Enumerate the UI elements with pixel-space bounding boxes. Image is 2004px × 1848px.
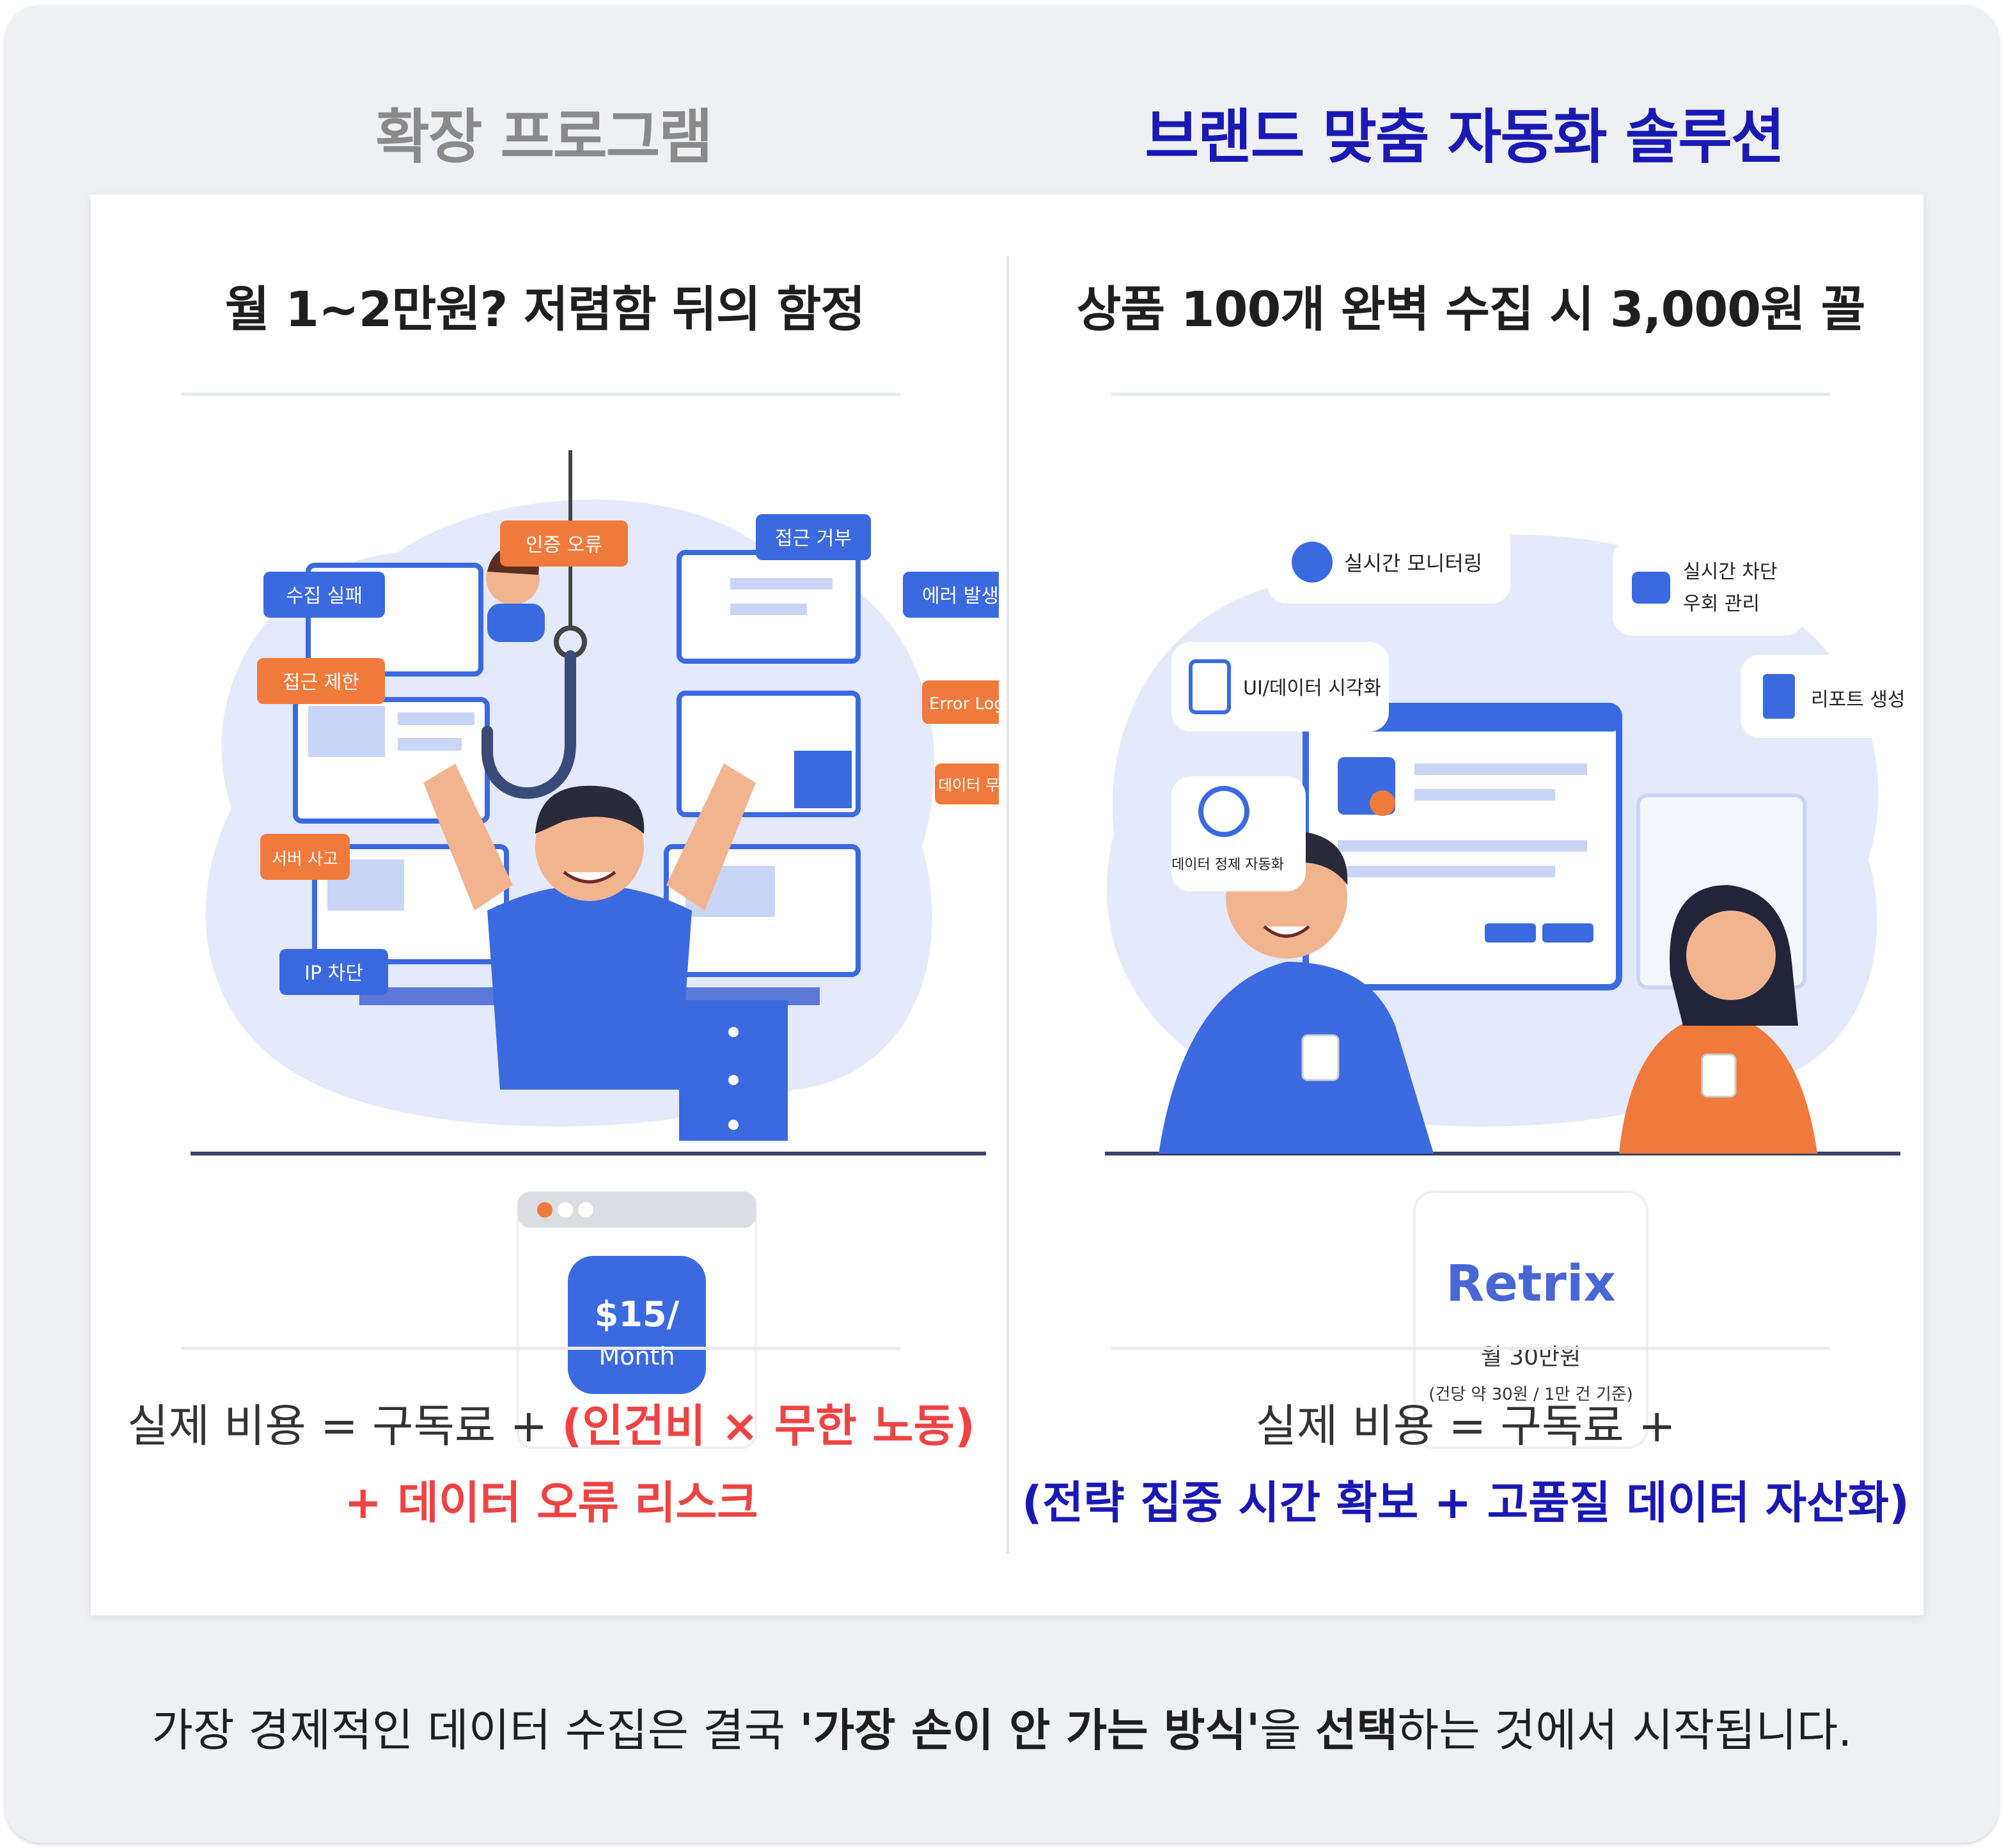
desk-drawers bbox=[679, 1000, 788, 1141]
retrix-note: (건당 약 30원 / 1만 건 기준) bbox=[1429, 1385, 1633, 1404]
drawer-knob bbox=[728, 1120, 739, 1130]
right-title: 상품 100개 완벽 수집 시 3,000원 꼴 bbox=[1076, 281, 1866, 338]
screen-block bbox=[794, 751, 852, 808]
coin-icon bbox=[1370, 790, 1395, 816]
left-title: 월 1~2만원? 저렴함 뒤의 함정 bbox=[224, 281, 866, 338]
screen-button bbox=[1542, 923, 1593, 943]
bubble-block: 실시간 차단 우회 관리 bbox=[1613, 540, 1804, 636]
left-top-rule bbox=[182, 393, 900, 396]
tag-access-denied: 접근 거부 bbox=[756, 514, 871, 560]
right-formula-line1: 실제 비용 = 구독료 + bbox=[1255, 1400, 1676, 1452]
tag-label: 접근 거부 bbox=[775, 528, 852, 550]
right-column-heading: 브랜드 맞춤 자동화 솔루션 bbox=[1145, 103, 1785, 171]
bubble-monitoring: 실시간 모니터링 bbox=[1267, 521, 1510, 604]
left-formula-line2: + 데이터 오류 리스크 bbox=[344, 1476, 758, 1529]
drawer-knob bbox=[728, 1027, 739, 1037]
block-icon bbox=[1632, 572, 1670, 604]
tag-label: IP 차단 bbox=[304, 962, 363, 985]
screen-line bbox=[730, 578, 833, 590]
left-bottom-rule bbox=[182, 1347, 900, 1350]
fishing-hook-icon bbox=[481, 650, 576, 799]
man-mouth bbox=[563, 870, 616, 884]
coffee-cup bbox=[1701, 1053, 1737, 1098]
formula-prefix: 실제 비용 = 구독료 + bbox=[127, 1400, 562, 1452]
man-hair bbox=[535, 785, 645, 834]
formula-highlight: (인건비 × 무한 노동) bbox=[561, 1400, 975, 1452]
screen-line bbox=[398, 712, 474, 725]
footer-statement: 가장 경제적인 데이터 수집은 결국 '가장 손이 안 가는 방식'을 선택하는… bbox=[0, 1695, 2004, 1759]
tag-error-log: Error Log bbox=[922, 680, 999, 724]
window-dot bbox=[537, 1202, 552, 1218]
screen-line bbox=[1338, 840, 1587, 852]
document-icon bbox=[1189, 659, 1231, 714]
man-arm-right bbox=[666, 763, 756, 911]
cleanse-icon bbox=[1198, 786, 1249, 837]
man-arm-left bbox=[423, 763, 513, 911]
screen-block bbox=[308, 706, 385, 757]
comparison-card: 월 1~2만원? 저렴함 뒤의 함정 bbox=[91, 194, 1923, 1615]
footer-text: 하는 것에서 시작됩니다. bbox=[1397, 1704, 1852, 1757]
tag-ip-block: IP 차단 bbox=[279, 949, 388, 995]
tag-server-incident: 서버 사고 bbox=[260, 834, 350, 880]
bubble-label: UI/데이터 시각화 bbox=[1243, 677, 1381, 700]
bubble-label: 실시간 차단 bbox=[1683, 561, 1778, 583]
screen-line bbox=[1338, 866, 1555, 877]
report-icon bbox=[1763, 674, 1795, 719]
window-dot bbox=[578, 1202, 593, 1218]
retrix-logo: Retrix bbox=[1446, 1255, 1616, 1313]
tag-label: 인증 오류 bbox=[526, 534, 602, 556]
price-amount: $15/ bbox=[595, 1294, 680, 1335]
footer-text: 을 bbox=[1260, 1704, 1315, 1757]
price-card: $15/ Month bbox=[517, 1191, 757, 1449]
right-formula-line2: (전략 집중 시간 확보 + 고품질 데이터 자산화) bbox=[1021, 1476, 1910, 1529]
footer-emphasis: 선택 bbox=[1315, 1704, 1398, 1757]
bubble-visualize: UI/데이터 시각화 bbox=[1171, 642, 1389, 732]
man-sweater bbox=[1159, 962, 1434, 1154]
man-smile bbox=[1263, 925, 1310, 938]
footer-emphasis: '가장 손이 안 가는 방식' bbox=[799, 1704, 1260, 1757]
screen-line bbox=[1414, 789, 1555, 801]
screen-line bbox=[1414, 763, 1587, 775]
bubble-label: 데이터 정제 자동화 bbox=[1171, 857, 1284, 873]
tag-access-limit: 접근 제한 bbox=[257, 658, 385, 704]
tag-label: 서버 사고 bbox=[272, 850, 338, 869]
woman-face bbox=[1686, 911, 1776, 1000]
window-dot bbox=[558, 1202, 573, 1218]
tag-collect-fail: 수집 실패 bbox=[263, 572, 385, 618]
tag-label: 데이터 무한 수정 bbox=[938, 776, 999, 794]
left-formula-line1: 실제 비용 = 구독료 + (인건비 × 무한 노동) bbox=[91, 1390, 1012, 1455]
tag-label: 에러 발생 bbox=[922, 585, 999, 607]
bubble-label: 우회 관리 bbox=[1683, 593, 1760, 615]
bubble-cleanse: 데이터 정제 자동화 bbox=[1171, 776, 1306, 891]
price-badge bbox=[568, 1256, 706, 1394]
left-illustration: 인증 오류 접근 거부 수집 실패 에러 발생 접근 제한 Error Log … bbox=[191, 450, 999, 1449]
right-illustration: 실시간 모니터링 실시간 차단 우회 관리 UI/데이터 시각화 리포트 생성 … bbox=[1105, 521, 1923, 1449]
tag-auth-error: 인증 오류 bbox=[500, 521, 628, 567]
monitoring-icon bbox=[1292, 542, 1333, 583]
tag-label: 접근 제한 bbox=[283, 671, 359, 694]
bubble-report: 리포트 생성 bbox=[1741, 655, 1923, 738]
tag-label: Error Log bbox=[929, 694, 999, 714]
screen-line bbox=[730, 604, 807, 615]
screen-line bbox=[398, 738, 462, 751]
bubble-label: 실시간 모니터링 bbox=[1344, 551, 1482, 576]
right-bottom-rule bbox=[1111, 1347, 1830, 1350]
tag-error-occurred: 에러 발생 bbox=[903, 572, 999, 618]
drawer-knob bbox=[728, 1075, 739, 1085]
bubble-label: 리포트 생성 bbox=[1811, 689, 1906, 711]
screen-button bbox=[1485, 923, 1536, 943]
column-divider bbox=[1006, 256, 1009, 1554]
coffee-cup bbox=[1301, 1034, 1340, 1081]
left-column-heading: 확장 프로그램 bbox=[375, 103, 713, 171]
tag-label: 수집 실패 bbox=[286, 585, 363, 607]
footer-text: 가장 경제적인 데이터 수집은 결국 bbox=[152, 1704, 800, 1757]
right-top-rule bbox=[1111, 393, 1830, 396]
man-shirt bbox=[487, 885, 692, 1090]
worker-shirt bbox=[487, 604, 545, 642]
tag-data-endless-fix: 데이터 무한 수정 bbox=[935, 763, 999, 804]
